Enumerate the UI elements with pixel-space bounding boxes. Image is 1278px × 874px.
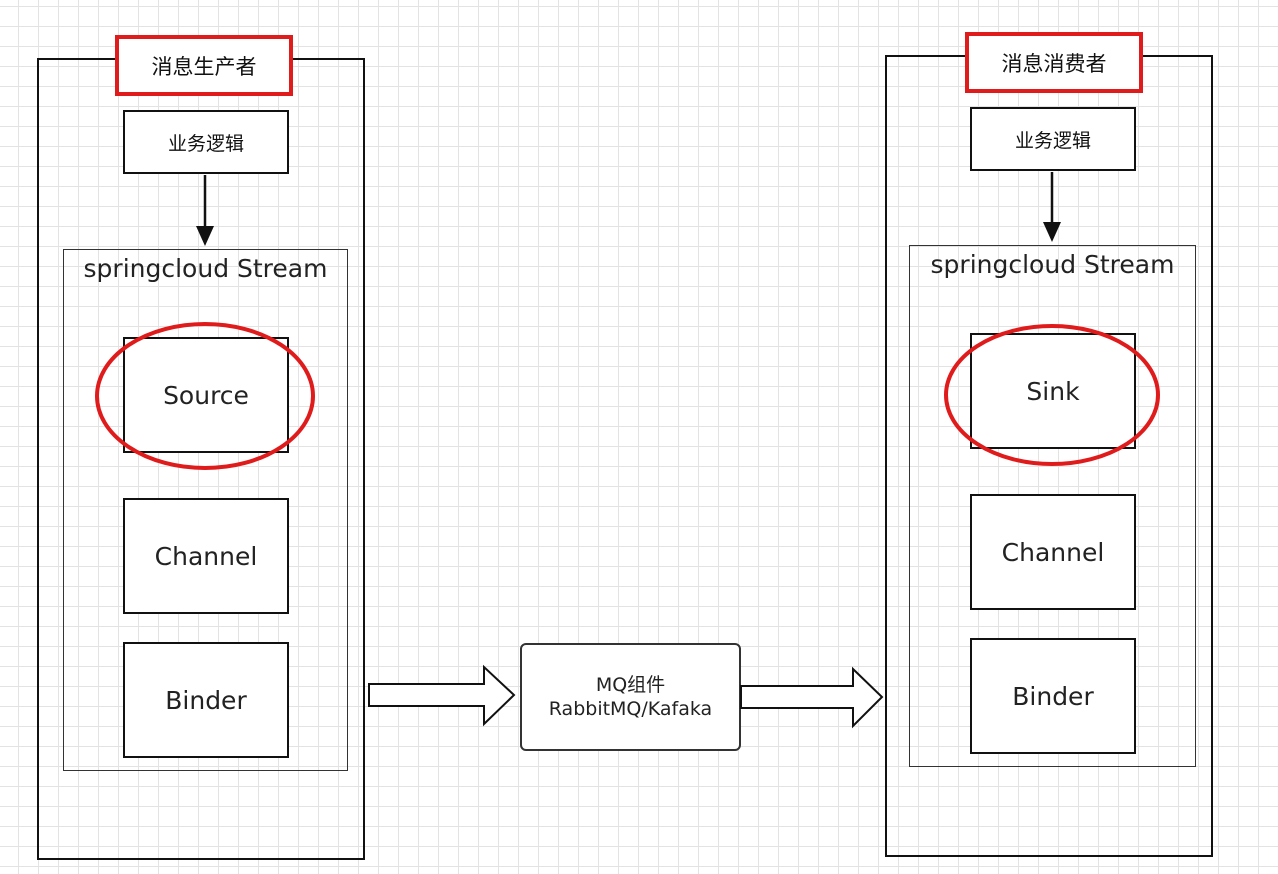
mq-to-consumer-arrow bbox=[740, 666, 884, 729]
source-highlight-ellipse bbox=[95, 322, 315, 470]
consumer-stream-label: springcloud Stream bbox=[930, 250, 1175, 279]
sink-highlight-ellipse bbox=[944, 324, 1160, 466]
producer-channel-box: Channel bbox=[123, 498, 289, 614]
mq-label-line1: MQ组件 bbox=[595, 674, 666, 696]
mq-component-box: MQ组件 RabbitMQ/Kafaka bbox=[520, 643, 741, 751]
consumer-stream-box: springcloud Stream bbox=[909, 245, 1196, 767]
mq-label-line2: RabbitMQ/Kafaka bbox=[548, 698, 713, 720]
consumer-title: 消息消费者 bbox=[965, 32, 1143, 93]
producer-stream-box: springcloud Stream bbox=[63, 249, 348, 771]
producer-stream-label: springcloud Stream bbox=[83, 254, 328, 283]
source-box: Source bbox=[123, 337, 289, 453]
producer-business-logic: 业务逻辑 bbox=[123, 110, 289, 174]
producer-to-mq-arrow bbox=[368, 664, 516, 727]
producer-binder-box: Binder bbox=[123, 642, 289, 758]
consumer-business-logic: 业务逻辑 bbox=[970, 107, 1136, 171]
consumer-channel-box: Channel bbox=[970, 494, 1136, 610]
consumer-binder-box: Binder bbox=[970, 638, 1136, 754]
producer-title: 消息生产者 bbox=[115, 35, 293, 96]
sink-box: Sink bbox=[970, 333, 1136, 449]
